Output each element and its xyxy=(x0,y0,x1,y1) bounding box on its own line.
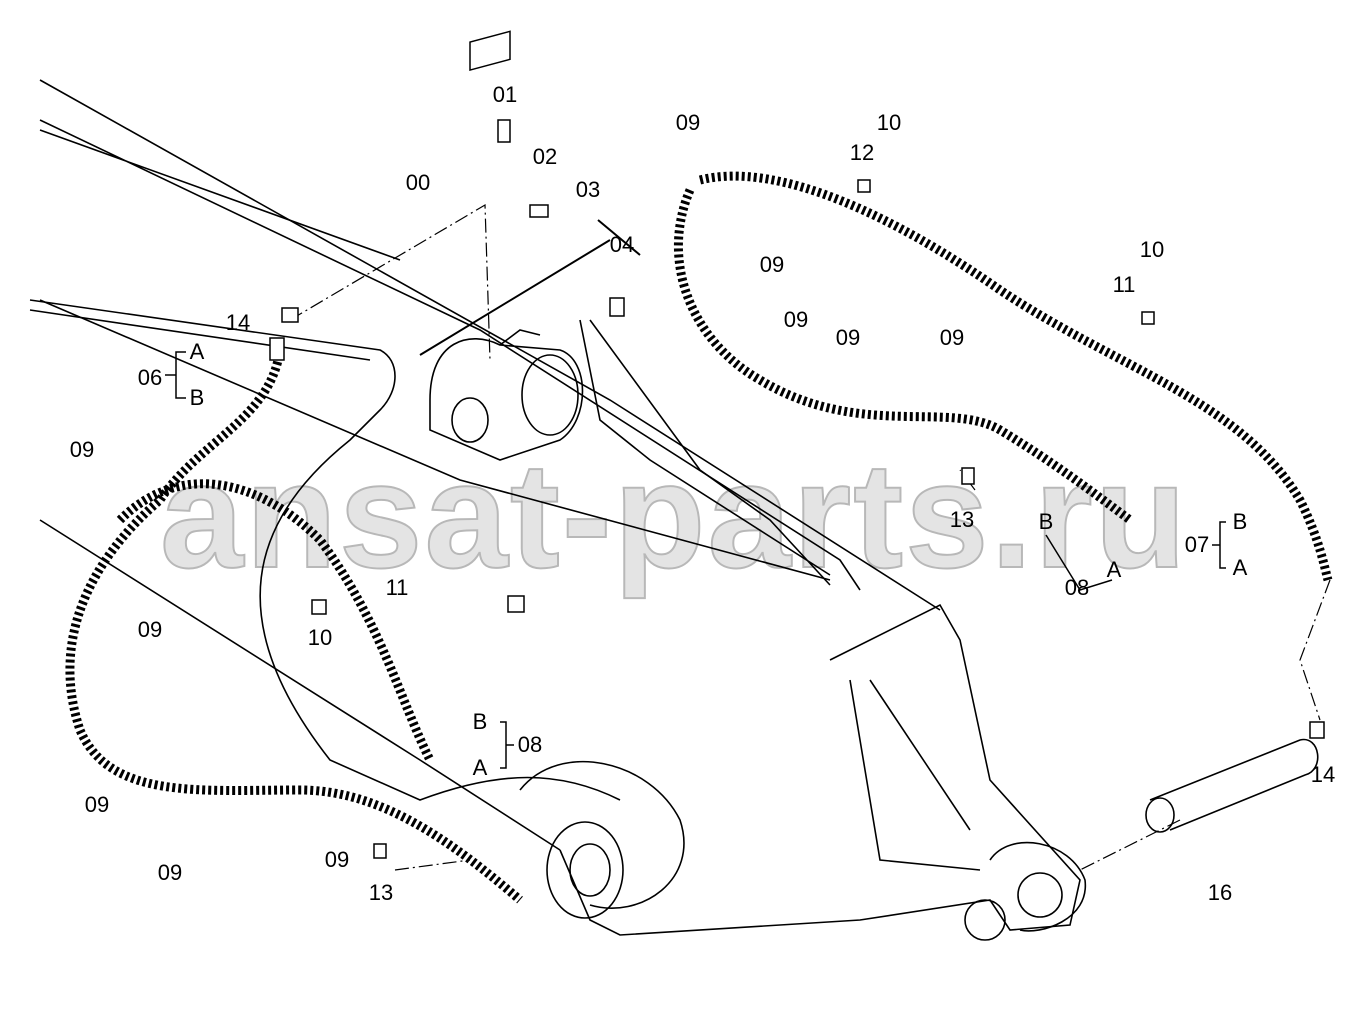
callout-02: 02 xyxy=(532,144,558,169)
callout-09: 09 xyxy=(324,847,350,872)
callout-09: 09 xyxy=(675,110,701,135)
callout-09: 09 xyxy=(69,437,95,462)
callout-08-b: B xyxy=(1038,509,1054,534)
callout-16: 16 xyxy=(1207,880,1233,905)
callout-01: 01 xyxy=(492,82,518,107)
callout-08: 08 xyxy=(517,732,543,757)
watermark: ansat-parts.ru xyxy=(159,431,1189,599)
callout-06-a: A xyxy=(189,339,205,364)
callout-07-a: A xyxy=(1232,555,1248,580)
callout-13: 13 xyxy=(368,880,394,905)
callout-09: 09 xyxy=(759,252,785,277)
callout-07: 07 xyxy=(1184,532,1210,557)
lower-boss xyxy=(519,760,685,909)
boom-end xyxy=(559,603,1081,936)
boom-foot-lug xyxy=(989,841,1086,932)
callout-04: 04 xyxy=(609,232,635,257)
callout-10: 10 xyxy=(1139,237,1165,262)
steel-pipe xyxy=(29,299,621,801)
callout-07-b: B xyxy=(1232,509,1248,534)
hose-08-right xyxy=(673,188,1133,524)
callout-00: 00 xyxy=(405,170,431,195)
hoses xyxy=(65,171,1333,904)
boom-outline xyxy=(39,119,861,851)
callout-14: 14 xyxy=(225,310,251,335)
callout-08-a: A xyxy=(1106,557,1122,582)
callout-14: 14 xyxy=(1310,762,1336,787)
callout-08-a: A xyxy=(472,755,488,780)
callout-09: 09 xyxy=(157,860,183,885)
callout-09: 09 xyxy=(84,792,110,817)
boom-upper-edge xyxy=(39,79,941,611)
callout-13: 13 xyxy=(949,507,975,532)
callout-11: 11 xyxy=(1112,272,1136,297)
callout-09: 09 xyxy=(783,307,809,332)
block-00 xyxy=(469,30,511,72)
callout-09: 09 xyxy=(835,325,861,350)
callout-11: 11 xyxy=(385,575,409,600)
hose-08-left xyxy=(116,479,435,763)
pin-16 xyxy=(1149,738,1319,831)
cylinder-bracket xyxy=(429,338,584,461)
callout-06-b: B xyxy=(189,385,205,410)
callout-09: 09 xyxy=(939,325,965,350)
callout-03: 03 xyxy=(575,177,601,202)
callout-10: 10 xyxy=(876,110,902,135)
callout-06: 06 xyxy=(137,365,163,390)
callout-08: 08 xyxy=(1064,575,1090,600)
hose-07 xyxy=(698,171,1333,582)
callout-09: 09 xyxy=(137,617,163,642)
hose-06 xyxy=(65,349,523,904)
callout-08-b: B xyxy=(472,709,488,734)
callout-10: 10 xyxy=(307,625,333,650)
callout-12: 12 xyxy=(849,140,875,165)
